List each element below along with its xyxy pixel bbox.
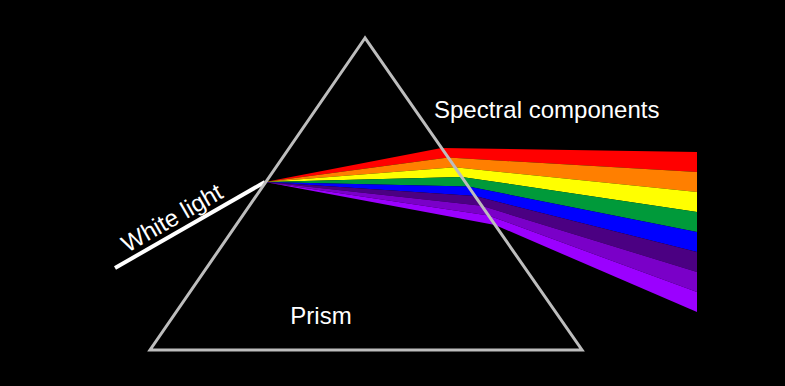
inner-band: [265, 182, 495, 225]
spectrum-bands: [265, 148, 697, 312]
outer-band: [488, 215, 697, 312]
input-light-label: White light: [117, 178, 228, 258]
prism-label: Prism: [290, 302, 351, 330]
outer-band: [482, 206, 697, 292]
output-label: Spectral components: [434, 96, 659, 124]
